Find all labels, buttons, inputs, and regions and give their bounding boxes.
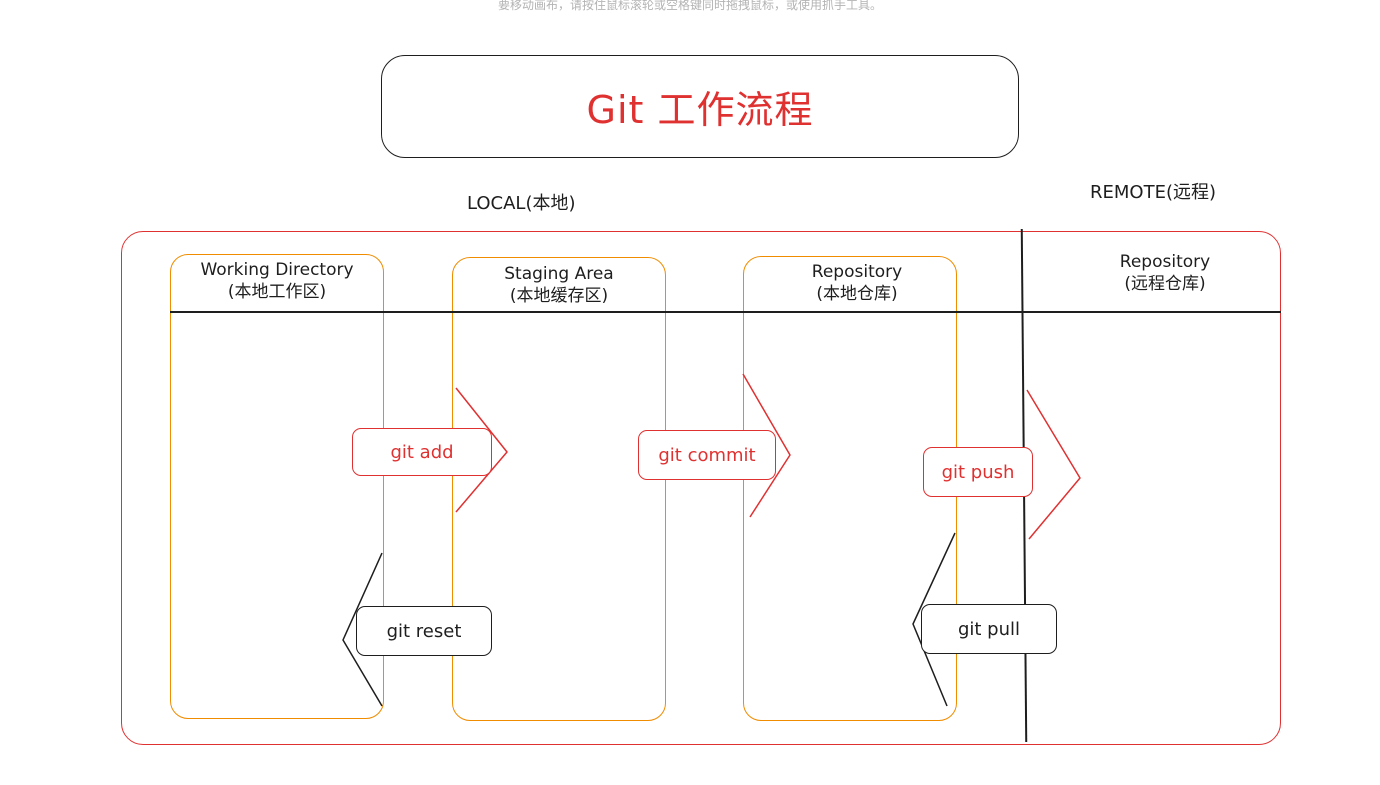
- outer-frame[interactable]: [121, 231, 1281, 745]
- lane-title-staging-area: Staging Area (本地缓存区): [452, 263, 666, 307]
- remote-section-label: REMOTE(远程): [1090, 182, 1216, 203]
- lane-title-local-repository: Repository (本地仓库): [743, 261, 971, 305]
- lane-title-remote-repository: Repository (远程仓库): [1050, 251, 1280, 295]
- local-section-label: LOCAL(本地): [467, 193, 576, 214]
- lane-subtitle: (本地缓存区): [509, 286, 609, 306]
- title-box[interactable]: Git 工作流程: [381, 55, 1019, 158]
- arrow-left-icon: [342, 552, 383, 707]
- lane-name: Repository: [1119, 252, 1211, 272]
- lane-working-directory[interactable]: [170, 254, 384, 719]
- arrow-right-icon: [1026, 389, 1081, 540]
- arrow-right-icon: [455, 387, 508, 513]
- git-commit-button[interactable]: git commit: [638, 430, 776, 480]
- lane-subtitle: (本地工作区): [227, 282, 327, 302]
- lane-title-working-directory: Working Directory (本地工作区): [170, 259, 384, 303]
- diagram-title: Git 工作流程: [586, 88, 814, 132]
- arrow-right-icon: [742, 373, 791, 518]
- lane-subtitle: (本地仓库): [816, 284, 898, 304]
- git-reset-button[interactable]: git reset: [356, 606, 492, 656]
- lane-subtitle: (远程仓库): [1124, 274, 1206, 294]
- arrow-left-icon: [912, 532, 956, 707]
- header-divider: [170, 311, 1281, 313]
- lane-staging-area[interactable]: [452, 257, 666, 721]
- git-pull-button[interactable]: git pull: [921, 604, 1057, 654]
- lane-name: Working Directory: [200, 260, 354, 280]
- lane-name: Repository: [811, 262, 903, 282]
- lane-name: Staging Area: [504, 264, 614, 284]
- git-add-button[interactable]: git add: [352, 428, 492, 476]
- git-push-button[interactable]: git push: [923, 447, 1033, 497]
- canvas-hint: 要移动画布，请按住鼠标滚轮或空格键同时拖拽鼠标，或使用抓手工具。: [497, 0, 882, 12]
